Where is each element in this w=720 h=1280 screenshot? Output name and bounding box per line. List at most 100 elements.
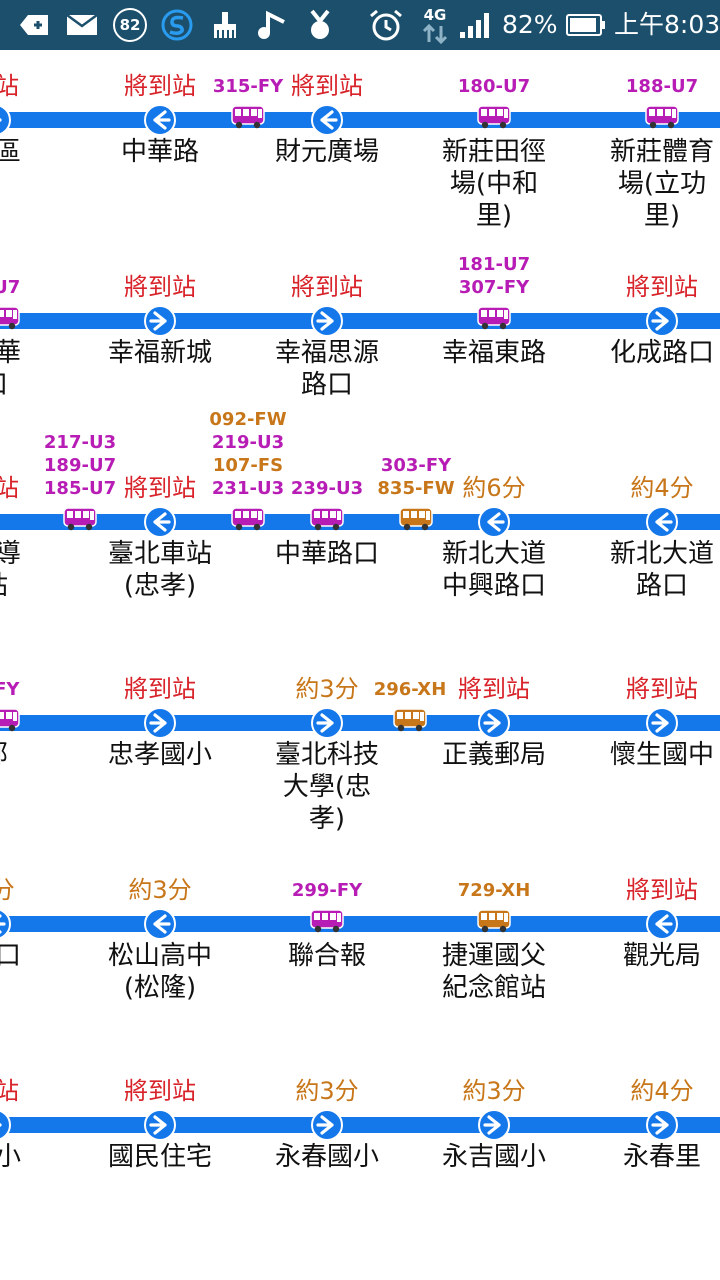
bus-icon[interactable] (231, 104, 265, 130)
stop-name[interactable]: 幸福新城 (107, 338, 212, 368)
direction-right-icon[interactable] (144, 707, 176, 739)
direction-right-icon[interactable] (646, 1109, 678, 1141)
medal-icon (306, 0, 334, 50)
stop-name[interactable]: 路口 (0, 941, 21, 971)
direction-left-icon[interactable] (646, 506, 678, 538)
direction-left-icon[interactable] (144, 908, 176, 940)
direction-right-icon[interactable] (0, 1109, 11, 1141)
direction-right-icon[interactable] (311, 305, 343, 337)
stop-status: 將到站 (124, 675, 196, 703)
stop-name[interactable]: 永春國小 (274, 1142, 379, 1172)
direction-right-icon[interactable] (144, 305, 176, 337)
bus-icon[interactable] (477, 104, 511, 130)
bus-plate: 188-U7 (625, 76, 699, 97)
stop-name[interactable]: 懷生國中 (609, 740, 714, 770)
bus-plate: 303-FY (380, 455, 452, 476)
bus-icon[interactable] (63, 506, 97, 532)
bus-icon[interactable] (0, 305, 20, 331)
stop-status: 將到站 (291, 273, 363, 301)
badge-count-icon: 82 (112, 0, 148, 50)
stop-name[interactable]: 善導站 (0, 539, 21, 601)
bus-plate-labels: 180-U7 (444, 75, 544, 98)
stop-name[interactable]: 幸福思源路口 (274, 338, 379, 400)
bus-plate: 092-FW (209, 409, 287, 430)
status-bar: 82 4G 82% 上午8:03 (0, 0, 720, 50)
stop-name[interactable]: 部 (0, 739, 75, 771)
stop-name[interactable]: 化成路口 (609, 338, 714, 368)
bus-icon[interactable] (310, 506, 344, 532)
stop-name[interactable]: 正義郵局 (441, 740, 546, 770)
stop-name[interactable]: 中華路 (120, 137, 199, 167)
clock: 上午8:03 (614, 10, 720, 39)
stop-name[interactable]: 財元廣場 (274, 137, 379, 167)
direction-right-icon[interactable] (646, 305, 678, 337)
bus-icon[interactable] (477, 908, 511, 934)
bus-plate: 181-U7 (457, 254, 531, 275)
stop-name[interactable]: 捷運國父紀念館站 (441, 941, 546, 1003)
route-row: 中華口將到站幸福新城將到站幸福思源路口幸福東路將到站化成路口-U7181-U73… (0, 251, 720, 451)
stop-name[interactable]: 永春里 (622, 1142, 701, 1172)
bus-icon[interactable] (393, 707, 427, 733)
bus-icon[interactable] (399, 506, 433, 532)
stop-status: 將到站 (626, 876, 698, 904)
stop-name[interactable]: 社區 (0, 137, 21, 167)
direction-right-icon[interactable] (478, 707, 510, 739)
stop-status: 約6分 (462, 474, 526, 502)
direction-right-icon[interactable] (144, 1109, 176, 1141)
route-line (0, 112, 720, 128)
stop-name[interactable]: 觀光局 (622, 941, 701, 971)
direction-left-icon[interactable] (478, 506, 510, 538)
badge-count: 82 (113, 8, 147, 42)
stop-status: 約4分 (630, 474, 694, 502)
bus-icon[interactable] (310, 908, 344, 934)
stop-name[interactable]: 新北大道中興路口 (441, 539, 546, 601)
sync-s-icon (160, 0, 194, 50)
bus-icon[interactable] (645, 104, 679, 130)
direction-left-icon[interactable] (144, 104, 176, 136)
stop-name[interactable]: 臺北科技大學(忠孝) (274, 740, 379, 834)
bus-icon[interactable] (0, 707, 20, 733)
stop-name[interactable]: 忠孝國小 (107, 740, 212, 770)
bus-plate: 231-U3 (211, 478, 285, 499)
bus-plate: -FY (0, 679, 20, 700)
stop-name[interactable]: 中華路口 (274, 539, 379, 569)
cleaner-icon (210, 0, 240, 50)
stop-name[interactable]: 聯合報 (287, 941, 366, 971)
bus-plate: 185-U7 (43, 478, 117, 499)
stop-name[interactable]: 國民住宅 (107, 1142, 212, 1172)
bus-plate: 107-FS (212, 455, 284, 476)
bus-plate: 189-U7 (43, 455, 117, 476)
bus-icon[interactable] (231, 506, 265, 532)
stop-name[interactable]: 新莊田徑場(中和里) (441, 137, 546, 231)
direction-left-icon[interactable] (0, 908, 11, 940)
route-row: 到站國小將到站國民住宅約3分永春國小約3分永吉國小約4分永春里 (0, 1055, 720, 1255)
stop-status: 將到站 (458, 675, 530, 703)
direction-right-icon[interactable] (0, 104, 11, 136)
network-type: 4G (423, 6, 447, 24)
route-line (0, 1117, 720, 1133)
stop-status: 約3分 (462, 1077, 526, 1105)
direction-left-icon[interactable] (311, 104, 343, 136)
stop-status: 約4分 (630, 1077, 694, 1105)
direction-right-icon[interactable] (311, 707, 343, 739)
stop-name[interactable]: 新北大道路口 (609, 539, 714, 601)
stop-status: 到站 (0, 72, 19, 100)
mail-icon (66, 0, 98, 50)
stop-name[interactable]: 永吉國小 (441, 1142, 546, 1172)
stop-name[interactable]: 幸福東路 (441, 338, 546, 368)
direction-left-icon[interactable] (144, 506, 176, 538)
stop-name[interactable]: 國小 (0, 1142, 21, 1172)
direction-right-icon[interactable] (478, 1109, 510, 1141)
direction-right-icon[interactable] (311, 1109, 343, 1141)
stop-name[interactable]: 臺北車站(忠孝) (107, 539, 212, 601)
stop-name[interactable]: 中華口 (0, 338, 21, 400)
bus-icon[interactable] (477, 305, 511, 331)
direction-right-icon[interactable] (646, 707, 678, 739)
stop-name[interactable]: 新莊體育場(立功里) (609, 137, 714, 231)
direction-left-icon[interactable] (646, 908, 678, 940)
stop-name[interactable]: 松山高中(松隆) (107, 941, 212, 1003)
route-row: 到站善導站將到站臺北車站(忠孝)中華路口約6分新北大道中興路口約4分新北大道路口… (0, 409, 720, 652)
